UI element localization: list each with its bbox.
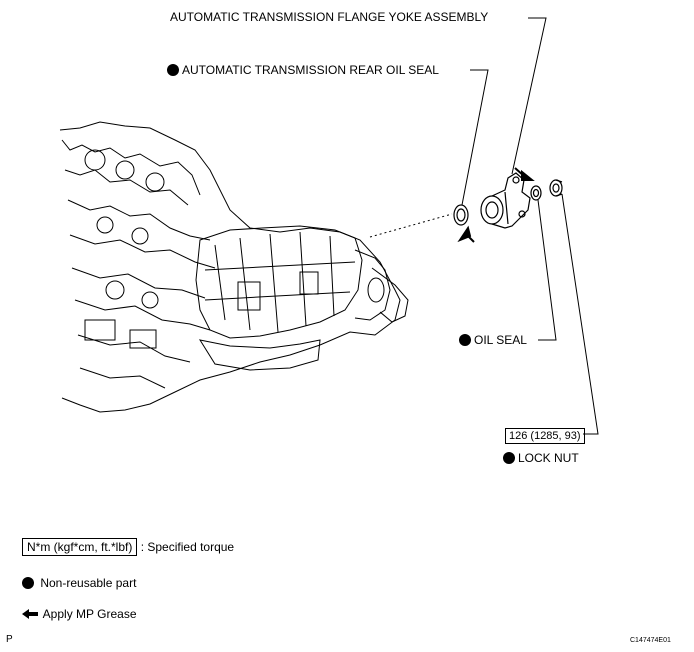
label-oil-seal: OIL SEAL (459, 333, 527, 347)
label-lock-nut: LOCK NUT (503, 451, 579, 465)
figure-code: C147474E01 (630, 637, 671, 644)
label-flange-yoke: AUTOMATIC TRANSMISSION FLANGE YOKE ASSEM… (170, 10, 489, 24)
footer-left-mark: P (6, 634, 13, 645)
non-reusable-icon (503, 452, 515, 464)
grease-arrow-icon (457, 225, 475, 243)
filled-circle-icon (22, 577, 34, 589)
legend-torque: N*m (kgf*cm, ft.*lbf) : Specified torque (22, 538, 235, 556)
label-rear-oil-seal: AUTOMATIC TRANSMISSION REAR OIL SEAL (167, 63, 439, 77)
legend-torque-box: N*m (kgf*cm, ft.*lbf) (22, 538, 138, 556)
non-reusable-icon (459, 334, 471, 346)
legend-grease: Apply MP Grease (22, 607, 137, 621)
legend-torque-text: : Specified torque (140, 540, 235, 554)
lock-nut-part (549, 179, 563, 197)
flange-yoke-part (480, 172, 531, 229)
leader-lines (461, 17, 599, 435)
transmission-illustration (59, 121, 409, 413)
non-reusable-icon (167, 64, 179, 76)
grease-arrow-icon-2 (514, 167, 535, 181)
left-arrow-icon (22, 609, 38, 619)
small-oil-seal-part (530, 185, 542, 201)
legend-non-reusable: Non-reusable part (22, 576, 136, 590)
rear-oil-seal-part (453, 204, 469, 226)
torque-value-box: 126 (1285, 93) (505, 428, 585, 444)
assembly-axis-line (369, 213, 453, 238)
